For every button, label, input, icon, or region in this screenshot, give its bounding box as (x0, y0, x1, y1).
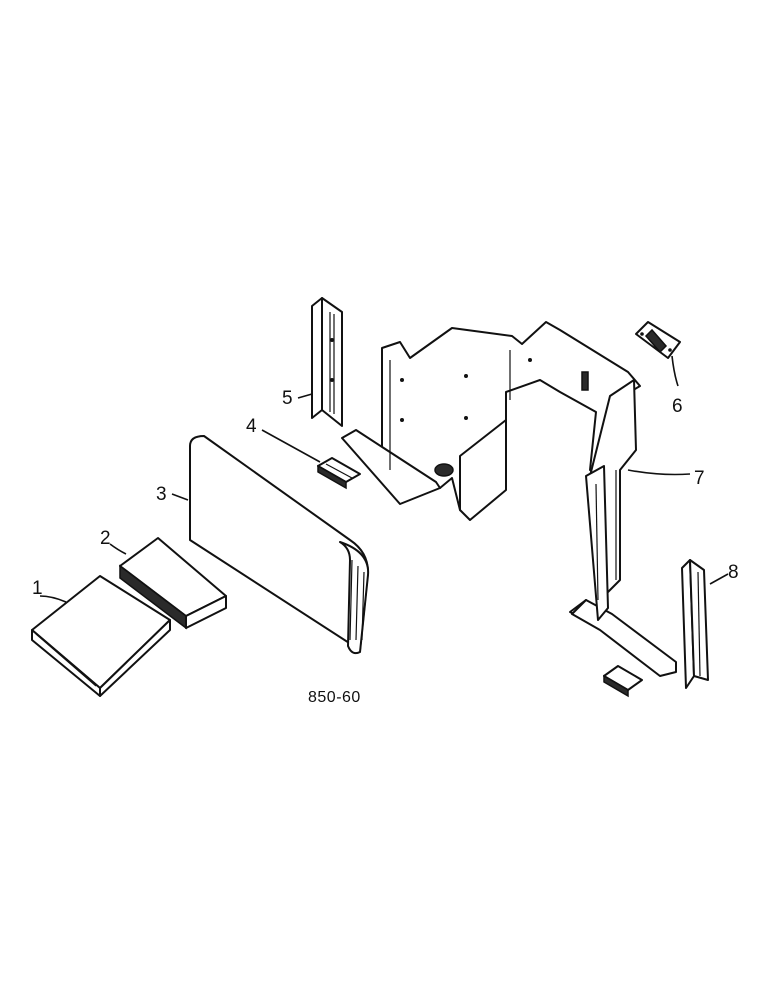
part-3-cushion (189, 435, 370, 655)
callout-6: 6 (672, 396, 683, 417)
part-7-side-panel (569, 379, 677, 677)
callout-1: 1 (32, 578, 43, 599)
part-1-pad (31, 575, 171, 697)
main-housing (341, 321, 641, 521)
callouts: 1 2 3 4 5 6 7 8 (32, 388, 739, 599)
bottom-bracket (603, 665, 643, 698)
callout-8: 8 (728, 562, 739, 583)
callout-5: 5 (282, 388, 293, 409)
callout-7: 7 (694, 468, 705, 489)
callout-2: 2 (100, 528, 111, 549)
part-5-angle-bracket (311, 297, 343, 427)
part-6-plate (635, 321, 681, 359)
reference-code: 850-60 (308, 689, 361, 706)
callout-3: 3 (156, 484, 167, 505)
part-4-bracket (317, 457, 361, 490)
part-2-pad (119, 537, 227, 630)
callout-4: 4 (246, 416, 257, 437)
part-8-upright (681, 559, 709, 689)
leader-lines (39, 355, 729, 603)
